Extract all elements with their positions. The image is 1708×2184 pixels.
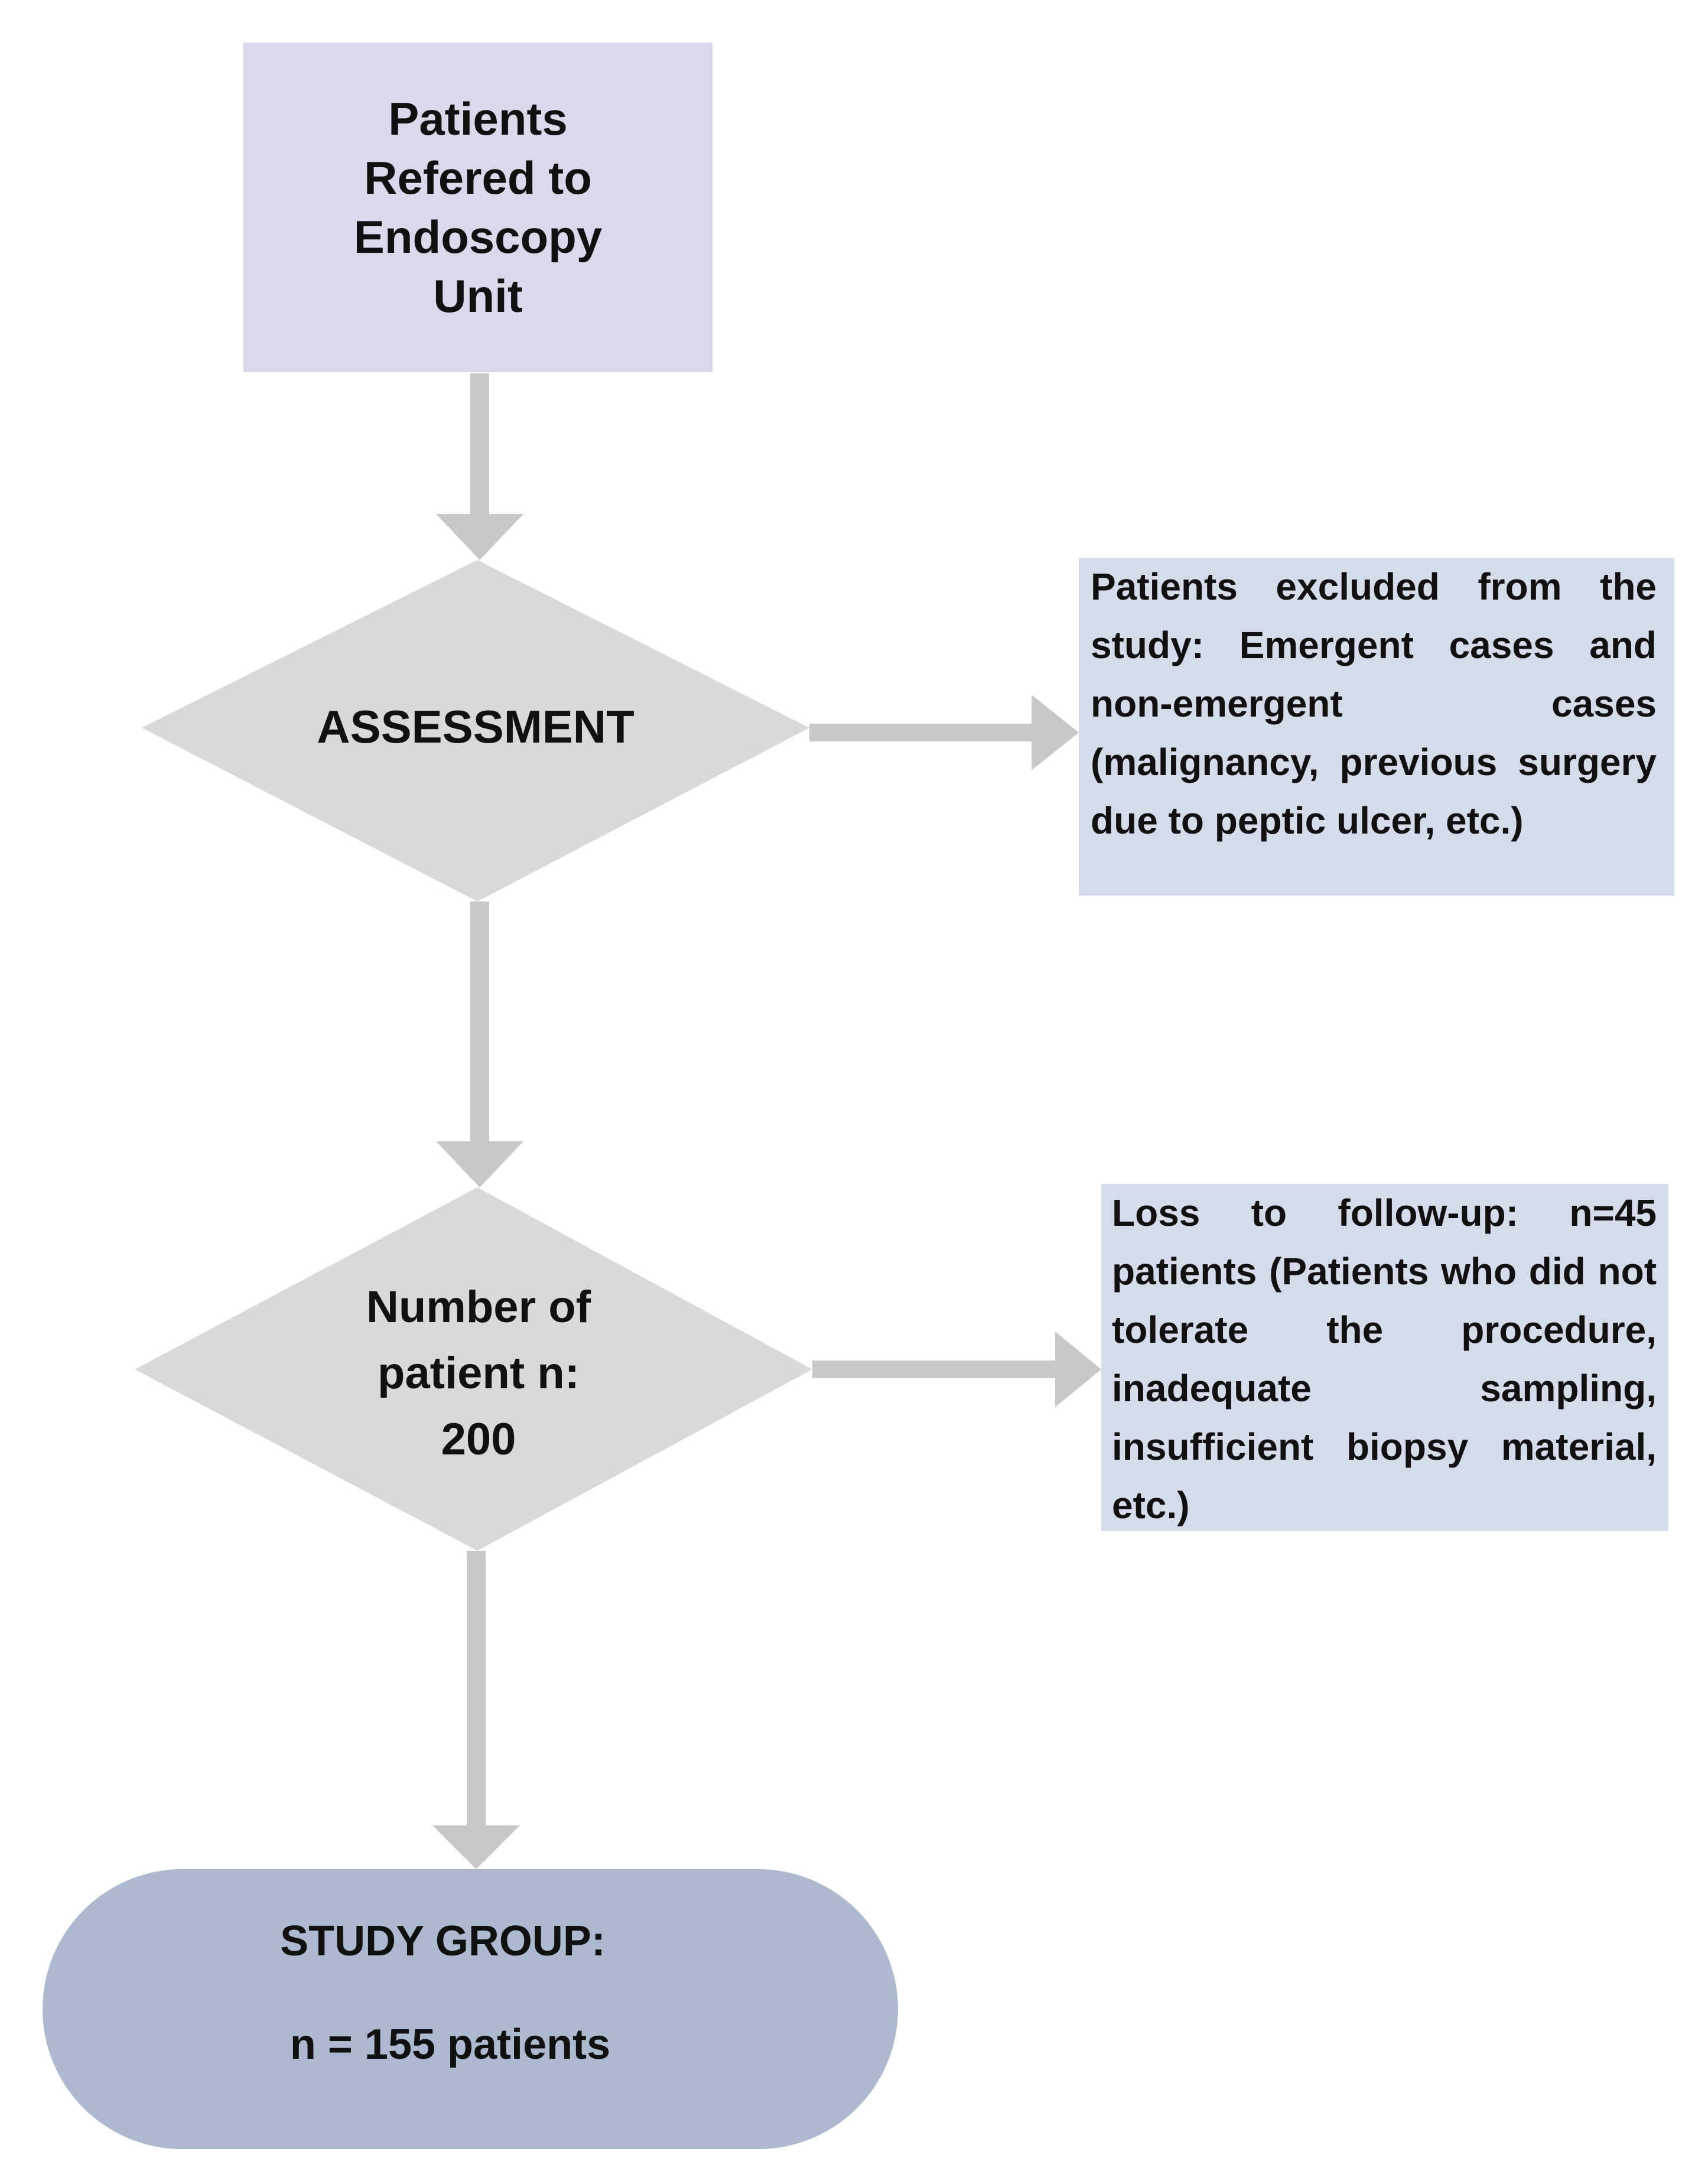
number-line-1: Number of	[366, 1282, 591, 1332]
number-line-3: 200	[441, 1414, 516, 1464]
study-group-title: STUDY GROUP:	[280, 1918, 606, 1965]
start-label-text: Patients Refered to Endoscopy Unit	[353, 93, 603, 322]
assessment-label: ASSESSMENT	[142, 638, 809, 815]
arrow-number-to-loss	[812, 1332, 1101, 1407]
assessment-label-text: ASSESSMENT	[317, 700, 635, 753]
start-label: Patients Refered to Endoscopy Unit	[243, 43, 713, 372]
start-box	[243, 43, 713, 372]
number-of-patients-label: Number of patient n: 200	[225, 1270, 733, 1477]
arrow-assessment-to-excluded	[809, 695, 1079, 770]
study-group-box	[43, 1869, 898, 2149]
number-of-patients-diamond	[135, 1187, 812, 1551]
arrow-start-to-assessment	[436, 373, 523, 560]
loss-to-follow-up-text: Loss to follow-up: n=45 patients (Patien…	[1112, 1192, 1657, 1526]
arrow-number-to-study-group	[432, 1551, 520, 1869]
study-group-count: n = 155 patients	[289, 2021, 611, 2068]
number-line-2: patient n:	[378, 1348, 580, 1398]
assessment-diamond	[142, 560, 809, 901]
excluded-text: Patients excluded from the study: Emerge…	[1091, 565, 1657, 842]
excluded-box: Patients excluded from the study: Emerge…	[1079, 558, 1674, 896]
loss-to-follow-up-box: Loss to follow-up: n=45 patients (Patien…	[1101, 1184, 1668, 1531]
arrow-assessment-to-number	[436, 901, 523, 1187]
